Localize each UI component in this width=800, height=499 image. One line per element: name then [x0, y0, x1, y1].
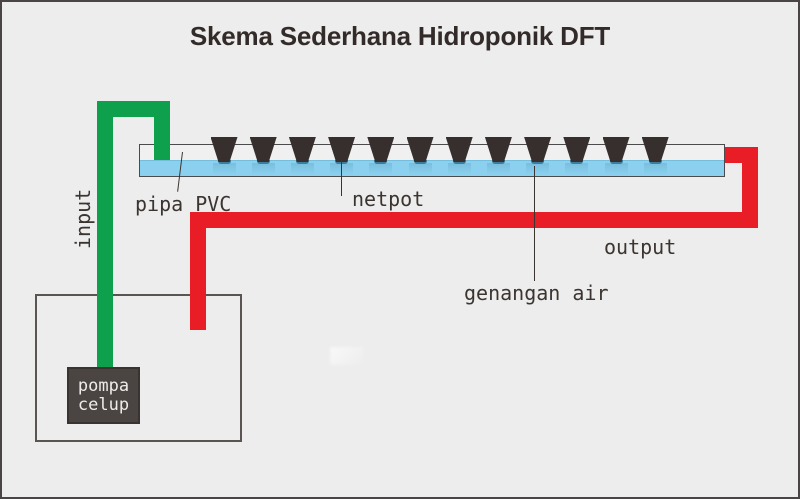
- netpot-water-shadow: [251, 163, 275, 175]
- genangan-air-leader-line: [534, 166, 535, 281]
- netpot-water-shadow: [565, 163, 589, 175]
- input-pipe-drop-segment: [154, 101, 170, 160]
- netpot-base: [374, 160, 388, 164]
- netpot-base: [491, 160, 505, 164]
- netpot-water-shadow: [212, 163, 236, 175]
- pump-box: pompa celup: [67, 367, 140, 424]
- label-pipa-pvc: pipa PVC: [135, 192, 232, 216]
- netpot-base: [609, 160, 623, 164]
- netpot-water-shadow: [290, 163, 314, 175]
- output-pipe-return-segment: [190, 212, 758, 228]
- label-netpot: netpot: [352, 187, 425, 211]
- pump-label-line2: celup: [77, 394, 130, 415]
- netpot-base: [413, 160, 427, 164]
- output-pipe-tank-drop-segment: [190, 212, 206, 330]
- label-genangan-air: genangan air: [464, 281, 609, 305]
- netpot-water-shadow: [486, 163, 510, 175]
- netpot-water-shadow: [408, 163, 432, 175]
- netpot-water-shadow: [643, 163, 667, 175]
- netpot-water-shadow: [604, 163, 628, 175]
- reservoir-tank: [35, 294, 242, 442]
- page-title: Skema Sederhana Hidroponik DFT: [189, 21, 611, 51]
- netpot-base: [256, 160, 270, 164]
- label-input: input: [71, 188, 95, 249]
- netpot-base: [295, 160, 309, 164]
- watermark-smudge: [330, 347, 364, 365]
- label-output: output: [604, 235, 677, 259]
- pump-label-line1: pompa: [77, 375, 130, 396]
- input-pipe-riser-segment: [97, 101, 113, 367]
- netpot-base: [648, 160, 662, 164]
- output-pipe-right-down-segment: [742, 147, 758, 228]
- netpot-water-shadow: [369, 163, 393, 175]
- water-level: [140, 160, 724, 176]
- input-pipe-top-segment: [97, 101, 170, 117]
- netpot-base: [531, 160, 545, 164]
- netpot-leader-line: [341, 160, 342, 196]
- netpot-base: [217, 160, 231, 164]
- netpot-base: [570, 160, 584, 164]
- netpot-water-shadow: [526, 163, 550, 175]
- netpot-water-shadow: [447, 163, 471, 175]
- netpot-base: [452, 160, 466, 164]
